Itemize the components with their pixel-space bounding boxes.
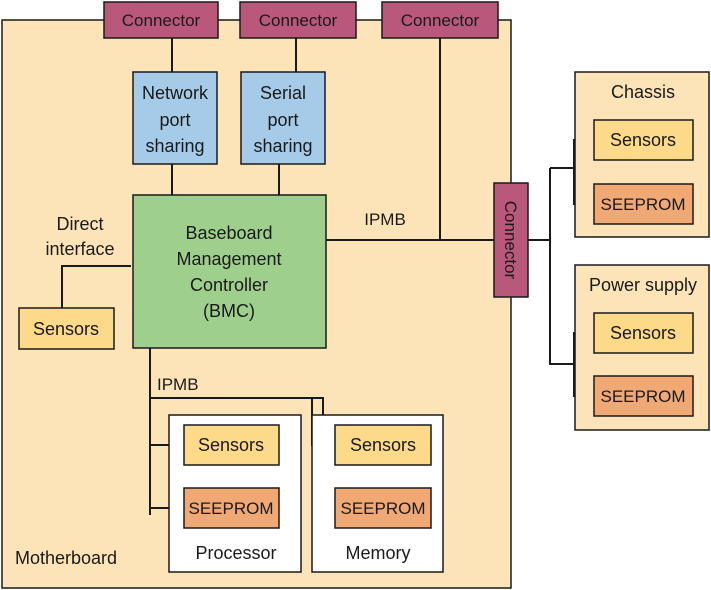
- top-connector-1-label: Connector: [122, 11, 201, 30]
- motherboard-label: Motherboard: [15, 548, 117, 568]
- chassis-sensors-label: Sensors: [610, 130, 676, 150]
- top-connector-1: [103, 1, 219, 39]
- serial-port-label-3: sharing: [253, 136, 312, 156]
- chassis-sensors-box: [593, 119, 694, 161]
- motherboard-sensors-box: [18, 307, 115, 350]
- processor-title: Processor: [195, 543, 276, 563]
- processor-seeprom-label: SEEPROM: [188, 499, 273, 518]
- processor-seeprom-box: [183, 487, 280, 529]
- network-port-label-2: port: [159, 110, 190, 130]
- top-connector-2-label: Connector: [259, 11, 338, 30]
- power-supply-title: Power supply: [589, 275, 697, 295]
- motherboard-sensors-label: Sensors: [33, 319, 99, 339]
- serial-port-sharing-box: [240, 71, 326, 165]
- bmc-label-4: (BMC): [203, 301, 255, 321]
- memory-seeprom-label: SEEPROM: [340, 499, 425, 518]
- network-port-label-3: sharing: [145, 136, 204, 156]
- power-supply-seeprom-box: [593, 375, 694, 417]
- chassis-title: Chassis: [611, 82, 675, 102]
- direct-interface-label-2: interface: [45, 239, 114, 259]
- memory-seeprom-box: [334, 487, 432, 529]
- bmc-box: [132, 194, 327, 349]
- top-connector-3-label: Connector: [401, 11, 480, 30]
- power-supply-sensors-label: Sensors: [610, 323, 676, 343]
- chassis-seeprom-box: [593, 183, 694, 225]
- bmc-label-2: Management: [176, 249, 281, 269]
- bmc-label-3: Controller: [190, 275, 268, 295]
- side-connector-label: Connector: [501, 201, 520, 280]
- direct-interface-label-1: Direct: [56, 214, 103, 234]
- ipmb-right-label: IPMB: [364, 210, 406, 229]
- serial-port-label-1: Serial: [260, 83, 306, 103]
- network-port-label-1: Network: [142, 83, 209, 103]
- memory-sensors-box: [334, 424, 432, 466]
- ipmb-bottom-label: IPMB: [157, 375, 199, 394]
- side-connector: [493, 182, 529, 298]
- memory-title: Memory: [345, 543, 410, 563]
- top-connector-2: [239, 1, 357, 39]
- bmc-label-1: Baseboard: [185, 223, 272, 243]
- power-supply-seeprom-label: SEEPROM: [600, 387, 685, 406]
- processor-sensors-label: Sensors: [198, 435, 264, 455]
- serial-port-label-2: port: [267, 110, 298, 130]
- chassis-seeprom-label: SEEPROM: [600, 195, 685, 214]
- top-connector-3: [381, 1, 499, 39]
- network-port-sharing-box: [132, 71, 218, 165]
- processor-sensors-box: [183, 424, 280, 466]
- power-supply-sensors-box: [593, 312, 694, 354]
- memory-sensors-label: Sensors: [350, 435, 416, 455]
